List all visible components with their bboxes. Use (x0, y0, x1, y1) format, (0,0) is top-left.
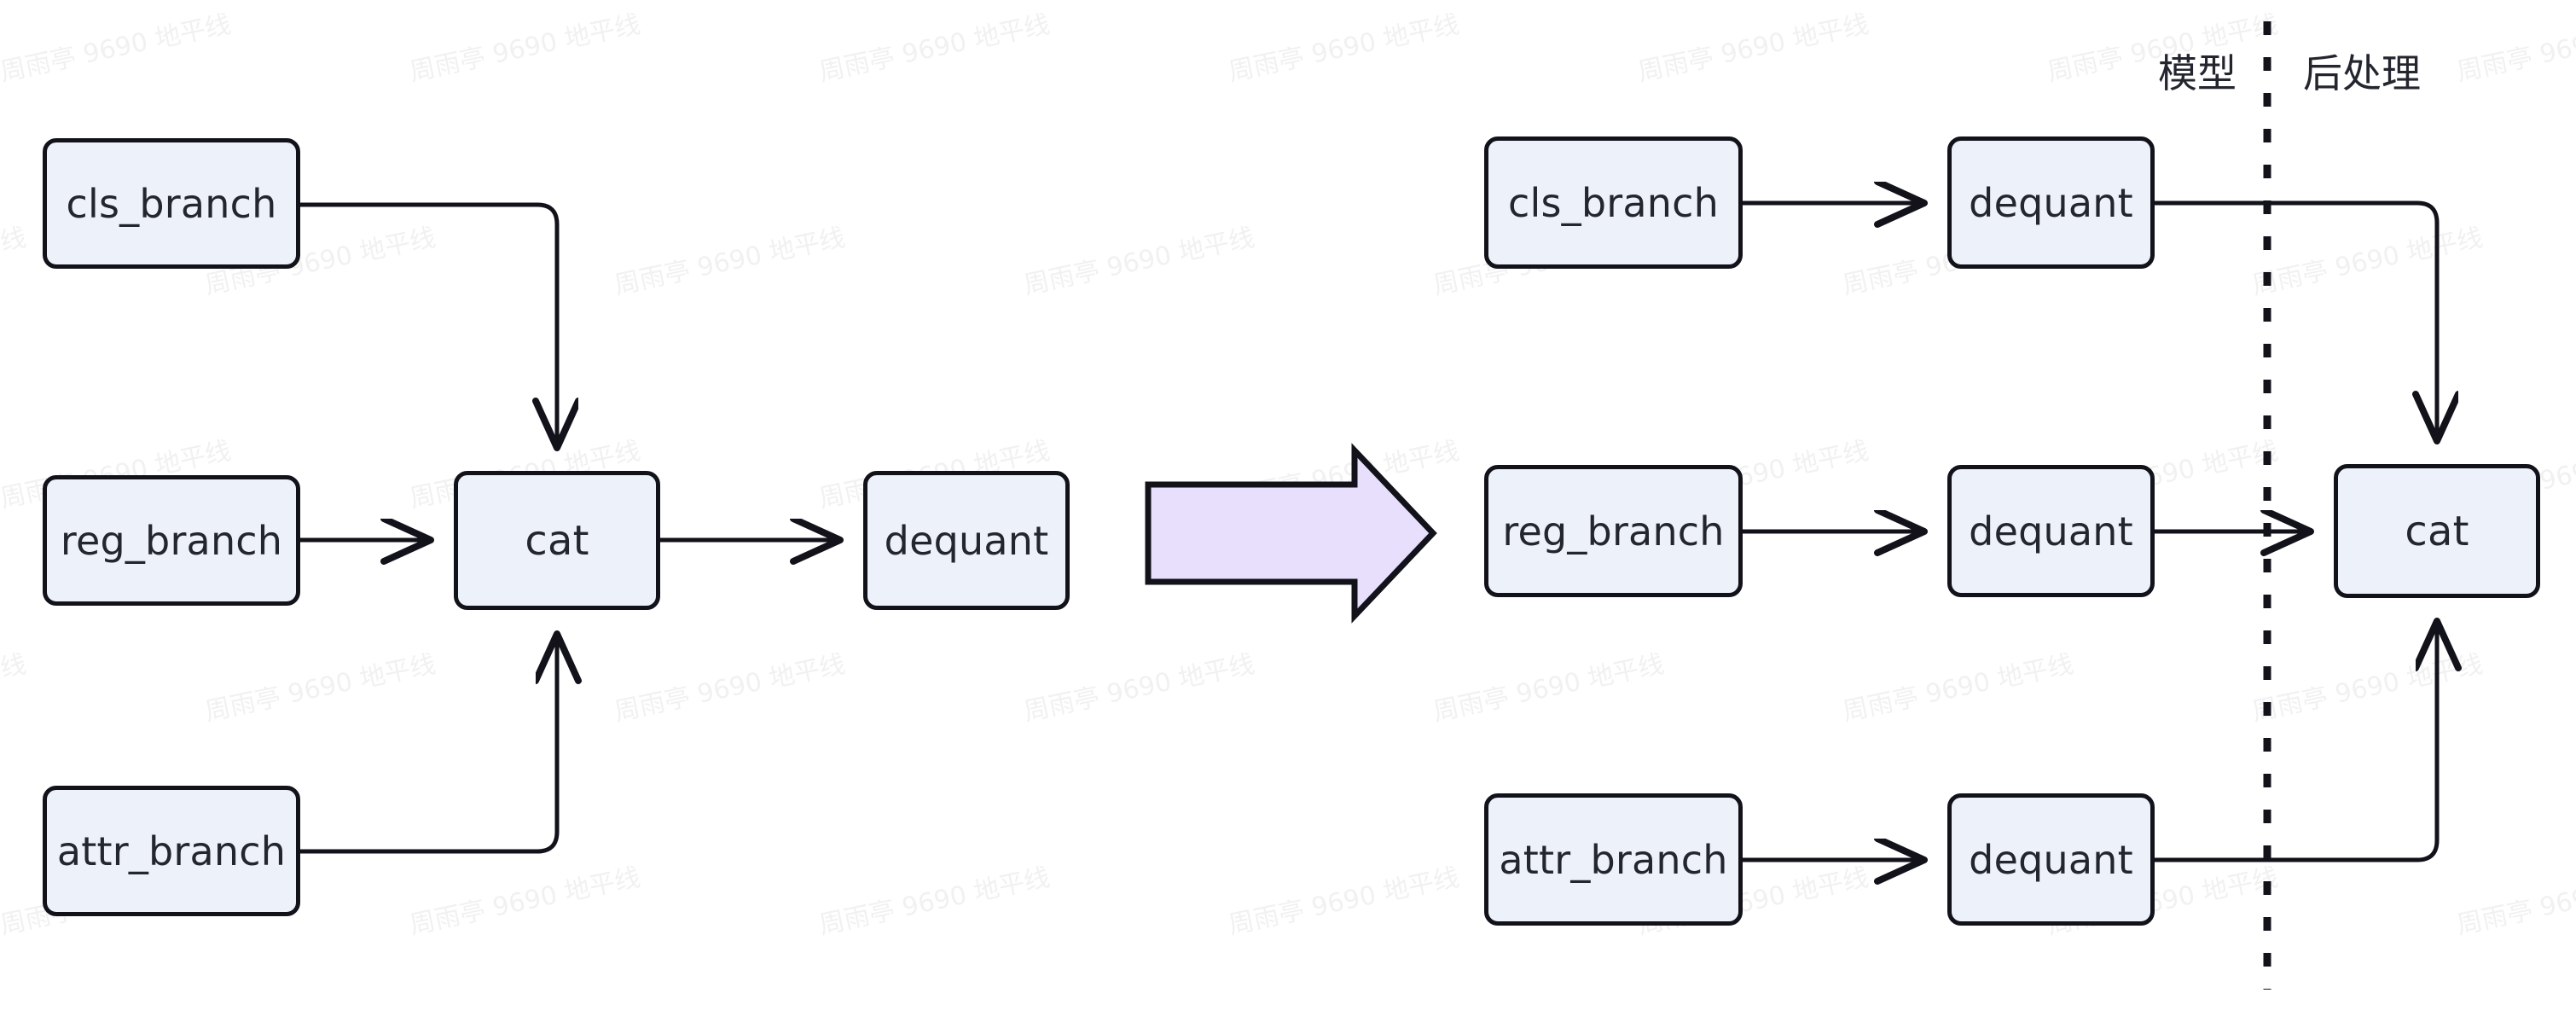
node-label: dequant (1969, 836, 2133, 883)
node-label: dequant (1969, 508, 2133, 555)
node-label: dequant (1969, 179, 2133, 226)
watermark-text: 周雨亭 9690 地平线 (1840, 649, 2076, 728)
watermark-text: 周雨亭 9690 地平线 (1430, 649, 1667, 728)
watermark-text: 周雨亭 9690 地平线 (407, 9, 643, 88)
node-left-dequant[interactable]: dequant (863, 471, 1070, 610)
watermark-text: 周雨亭 9690 地平线 (0, 9, 234, 88)
watermark-text: 周雨亭 9690 地平线 (1226, 436, 1462, 514)
watermark-text: 周雨亭 9690 地平线 (612, 223, 848, 301)
node-label: cls_branch (1508, 179, 1719, 226)
node-label: cls_branch (66, 180, 277, 227)
watermark-text: 周雨亭 9690 地平线 (202, 649, 438, 728)
watermark-text: 周雨亭 9690 地平线 (0, 223, 29, 300)
watermark-text: 周雨亭 9690 地平线 (1635, 9, 1871, 88)
node-left-cls-branch[interactable]: cls_branch (43, 138, 300, 269)
node-left-cat[interactable]: cat (454, 471, 660, 610)
watermark-text: 周雨亭 9690 地平线 (1226, 862, 1462, 941)
watermark-text: 周雨亭 9690 地平线 (2454, 862, 2576, 941)
node-right-cat[interactable]: cat (2334, 464, 2540, 598)
node-left-attr-branch[interactable]: attr_branch (43, 786, 300, 916)
edge-left-attr-to-cat (300, 638, 557, 854)
node-label: dequant (884, 517, 1049, 564)
edge-right-attrdequant-to-cat (2155, 625, 2437, 862)
watermark-text: 周雨亭 9690 地平线 (407, 862, 643, 941)
node-label: reg_branch (60, 517, 283, 564)
edge-right-clsdequant-to-cat (2155, 200, 2437, 437)
watermark-text: 周雨亭 9690 地平线 (1021, 223, 1257, 301)
node-label: attr_branch (56, 827, 287, 874)
model-label-text: 模型 (2158, 50, 2237, 96)
watermark-text: 周雨亭 9690 地平线 (816, 862, 1053, 941)
watermark-text: 周雨亭 9690 地平线 (612, 649, 848, 728)
node-left-reg-branch[interactable]: reg_branch (43, 475, 300, 606)
post-processing-label-text: 后处理 (2303, 50, 2421, 96)
node-label: reg_branch (1502, 508, 1725, 555)
node-right-cls-dequant[interactable]: dequant (1947, 136, 2155, 269)
node-right-reg-branch[interactable]: reg_branch (1484, 465, 1743, 597)
watermark-text: 周雨亭 9690 地平线 (816, 9, 1053, 88)
watermark-text: 周雨亭 9690 地平线 (2249, 649, 2486, 728)
watermark-text: 周雨亭 9690 地平线 (2454, 9, 2576, 88)
node-label: cat (2405, 507, 2469, 555)
section-label-post-processing: 后处理 (2303, 43, 2421, 99)
edge-left-cls-to-cat (300, 202, 557, 444)
section-label-model: 模型 (2158, 43, 2237, 99)
node-right-attr-dequant[interactable]: dequant (1947, 793, 2155, 926)
watermark-text: 周雨亭 9690 地平线 (0, 649, 29, 727)
node-right-reg-dequant[interactable]: dequant (1947, 465, 2155, 597)
transition-arrow (1145, 443, 1437, 624)
watermark-text: 周雨亭 9690 地平线 (1021, 649, 1257, 728)
watermark-text: 周雨亭 9690 地平线 (1226, 9, 1462, 88)
node-label: attr_branch (1499, 836, 1728, 883)
node-right-cls-branch[interactable]: cls_branch (1484, 136, 1743, 269)
node-right-attr-branch[interactable]: attr_branch (1484, 793, 1743, 926)
node-label: cat (525, 516, 589, 565)
watermark-text: 周雨亭 9690 地平线 (2249, 223, 2486, 301)
